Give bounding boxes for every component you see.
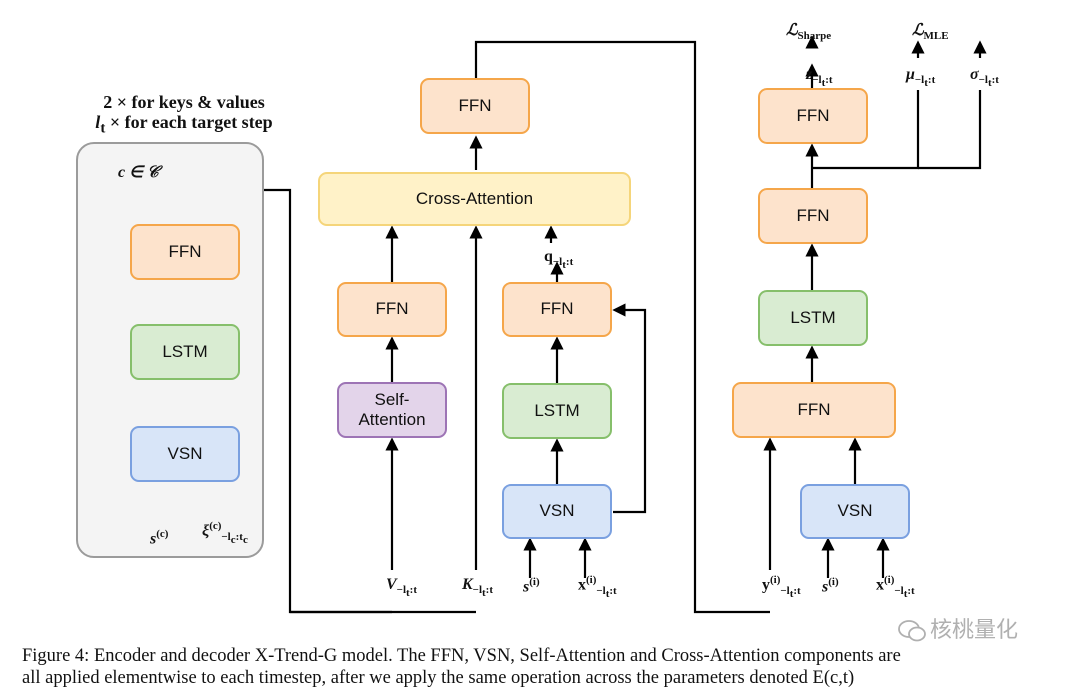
mu-label: μ−lt:t (906, 66, 936, 90)
self-attention-block: Self-Attention (337, 382, 447, 438)
decoder-left-ffn: FFN (337, 282, 447, 337)
right-input-x: x(i)−lt:t (876, 574, 915, 600)
decoder-input-s: s(i) (523, 576, 540, 596)
watermark: 核桃量化 (898, 612, 1018, 644)
right-top-ffn: FFN (758, 88, 868, 144)
decoder-top-ffn: FFN (420, 78, 530, 134)
right-vsn: VSN (800, 484, 910, 539)
q-label: q−lt:t (544, 248, 574, 272)
encoder-header-line1: 2 × for keys & values (103, 92, 265, 112)
loss-mle: ℒMLE (912, 22, 949, 43)
encoder-vsn: VSN (130, 426, 240, 482)
encoder-header: 2 × for keys & values lt × for each targ… (54, 92, 314, 139)
figure-caption: Figure 4: Encoder and decoder X-Trend-G … (22, 646, 901, 666)
sigma-label: σ−lt:t (970, 66, 999, 90)
right-bottom-ffn: FFN (732, 382, 896, 438)
z-label: z−lt:t (806, 66, 833, 90)
loss-sharpe: ℒSharpe (786, 22, 832, 43)
k-label: K−lt:t (462, 576, 493, 600)
arrow-dec-skip (612, 303, 647, 514)
encoder-header-line2: lt × for each target step (95, 112, 273, 137)
figure-caption-line2: all applied elementwise to each timestep… (22, 668, 855, 688)
decoder-vsn: VSN (502, 484, 612, 539)
decoder-lstm: LSTM (502, 383, 612, 439)
decoder-input-x: x(i)−lt:t (578, 574, 617, 600)
encoder-ffn: FFN (130, 224, 240, 280)
cross-attention-block: Cross-Attention (318, 172, 631, 226)
right-lstm: LSTM (758, 290, 868, 346)
context-label: c ∈ 𝒞 (118, 164, 159, 181)
watermark-text: 核桃量化 (930, 618, 1019, 643)
line-top-to-right (474, 40, 770, 614)
line-split-sigma (918, 90, 982, 170)
right-input-s: s(i) (822, 576, 839, 596)
encoder-lstm: LSTM (130, 324, 240, 380)
wechat-icon (898, 620, 926, 642)
decoder-right-ffn: FFN (502, 282, 612, 337)
v-label: V−lt:t (386, 576, 417, 600)
encoder-input-xi: ξ(c)−lc:tc (202, 520, 248, 546)
right-mid-ffn: FFN (758, 188, 868, 244)
encoder-input-s: s(c) (150, 528, 169, 548)
right-input-y: y(i)−lt:t (762, 574, 801, 600)
